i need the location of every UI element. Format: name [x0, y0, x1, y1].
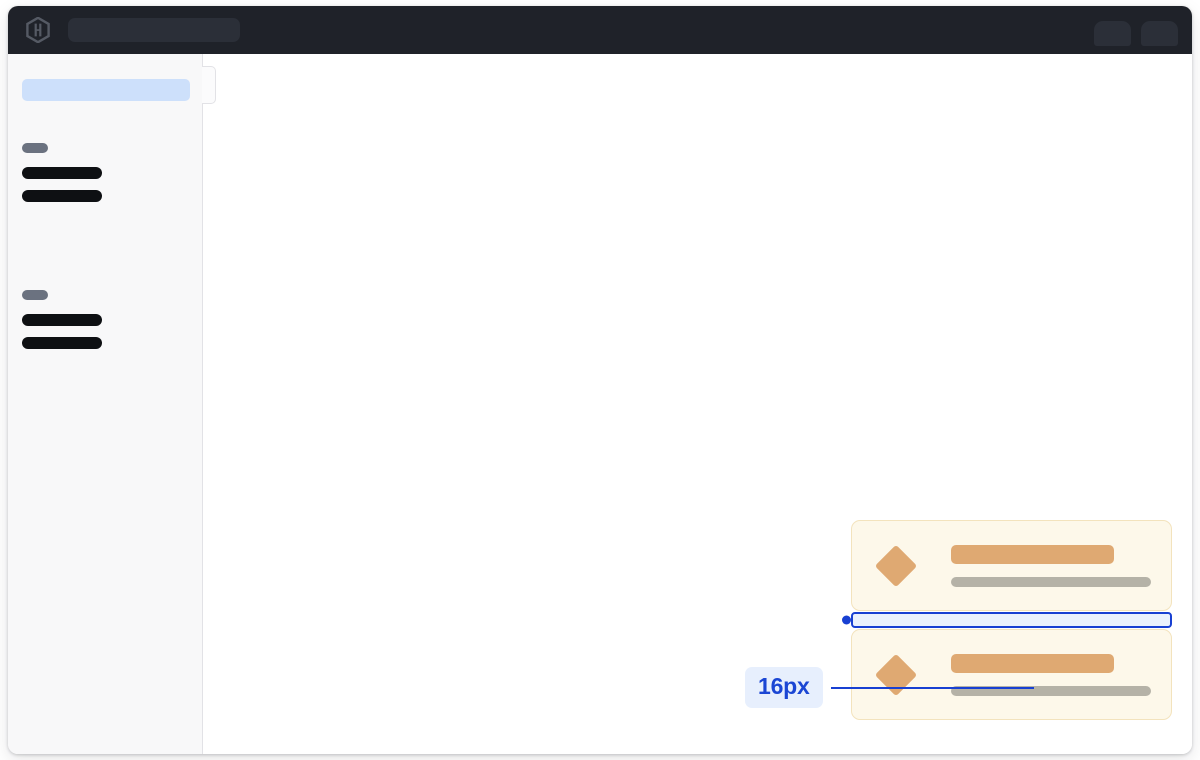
gap-measurement-leader-line: [830, 686, 1034, 689]
canvas-area: 16px: [203, 54, 1192, 754]
gap-anchor-dot: [842, 615, 851, 625]
topbar-pill-skeleton-1[interactable]: [1094, 21, 1131, 46]
card-lines-bottom: [951, 653, 1151, 696]
sidebar-active-item-skeleton[interactable]: [22, 79, 190, 101]
sidebar-item-skeleton-1-2[interactable]: [22, 190, 102, 202]
card-secondary-line-skeleton-top: [951, 576, 1151, 587]
amber-card-top[interactable]: [851, 520, 1172, 611]
diamond-icon: [874, 544, 918, 587]
topbar-search-skeleton[interactable]: [68, 18, 240, 42]
topbar-pill-skeleton-2[interactable]: [1141, 21, 1178, 46]
gap-measurement-callout: 16px: [745, 667, 1034, 708]
card-secondary-line-skeleton-bottom: [951, 685, 1151, 696]
sidebar-item-skeleton-2-1[interactable]: [22, 314, 102, 326]
hashicorp-hexagon-logo-icon[interactable]: [26, 17, 50, 43]
sidebar-group-1: [22, 143, 202, 202]
amber-card-bottom[interactable]: [851, 629, 1172, 720]
sidebar-collapse-handle[interactable]: [202, 66, 216, 104]
card-stack: [842, 520, 1172, 720]
card-lines-top: [951, 544, 1151, 587]
card-primary-line-skeleton-top: [951, 544, 1114, 564]
card-primary-line-skeleton-bottom: [951, 653, 1114, 673]
sidebar-group-label-skeleton-2: [22, 290, 48, 300]
sidebar-item-skeleton-2-2[interactable]: [22, 337, 102, 349]
sidebar-group-label-skeleton-1: [22, 143, 48, 153]
top-navigation-bar: [8, 6, 1192, 54]
sidebar-item-skeleton-1-1[interactable]: [22, 167, 102, 179]
gap-measurement-value: 16px: [745, 667, 823, 708]
sidebar-group-2: [22, 290, 202, 349]
body-split: 16px: [8, 54, 1192, 754]
gap-highlight-band: [842, 612, 1172, 628]
app-window: 16px: [8, 6, 1192, 754]
sidebar: [8, 54, 216, 754]
topbar-right-group: [1094, 6, 1178, 54]
